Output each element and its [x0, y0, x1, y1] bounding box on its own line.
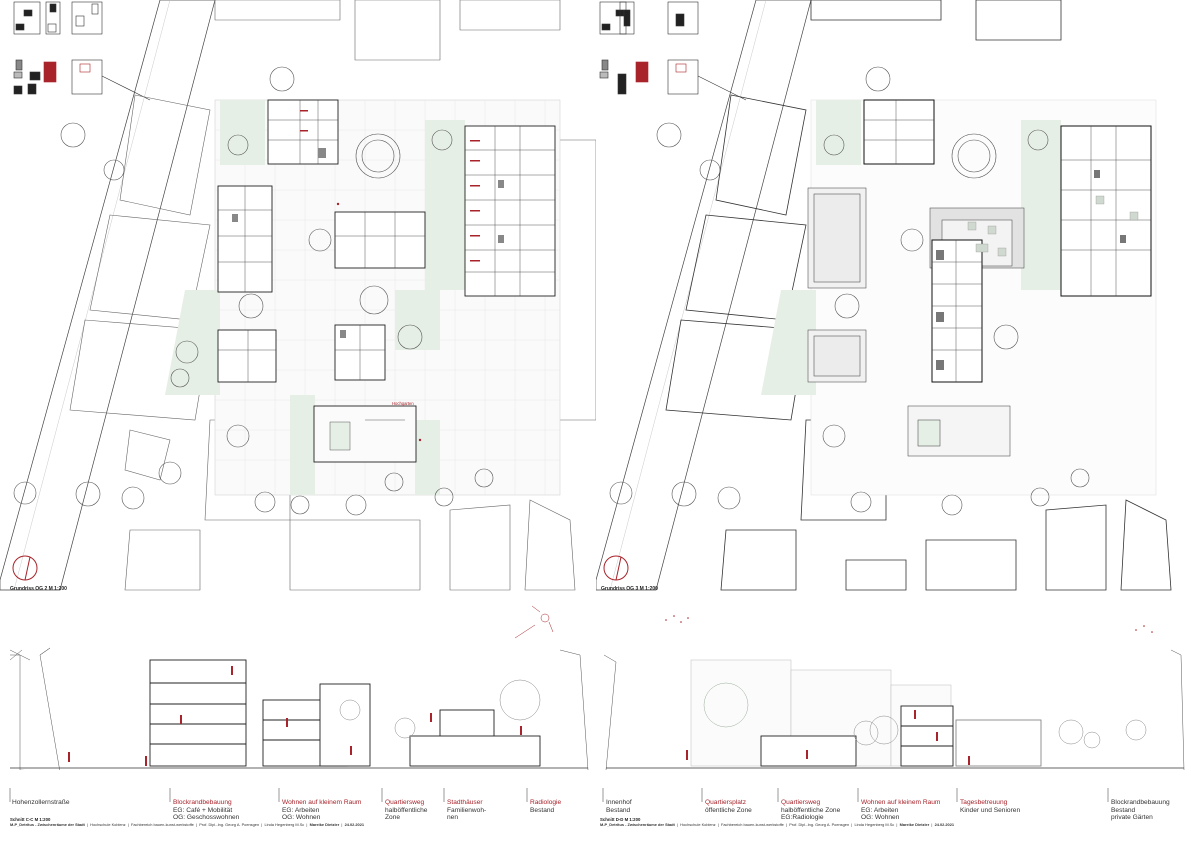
stairs: [232, 148, 504, 338]
stairs: [936, 170, 1126, 370]
section-light: [514, 605, 554, 639]
section-buildings: [149, 659, 541, 767]
section-d-d: [603, 615, 1185, 771]
plan-title-og2: Grundriss OG 2 M 1:200: [10, 586, 67, 592]
north-arrow-icon: [603, 555, 629, 581]
label-dividers: [9, 788, 1109, 802]
section-trees: [853, 715, 1147, 749]
green-zones: [761, 100, 1061, 395]
roof-planes: [807, 187, 1025, 457]
footer-right: M-P_Detritus - Zwischenräume der Stadt |…: [600, 822, 955, 827]
trees: [609, 66, 1152, 516]
red-markers: [300, 110, 480, 442]
section-trees: [339, 679, 541, 739]
building-blocks: [217, 99, 556, 463]
people-figures: [686, 710, 970, 765]
birds: [665, 615, 1153, 633]
room-partitions: [864, 100, 1151, 382]
section-title-d: Schnitt D-D M 1:200: [600, 817, 641, 822]
key-thumbnails: [13, 1, 151, 101]
plan-annotation: Hochgarten: [392, 401, 414, 406]
floor-plan-og2: Hochgarten: [0, 0, 596, 591]
footer-left: M-P_Detritus - Zwischenräume der Stadt |…: [10, 822, 365, 827]
furniture: [967, 195, 1139, 257]
green-zones: [165, 100, 465, 495]
building-blocks: [863, 99, 1152, 383]
section-label-1: Hohenzollernstraße: [12, 799, 70, 806]
north-arrow-icon: [12, 555, 38, 581]
section-title-c: Schnitt C-C M 1:200: [10, 817, 51, 822]
people-figures: [68, 666, 522, 766]
key-thumbnails: [599, 1, 747, 101]
section-buildings: [760, 705, 1042, 767]
plan-title-og3: Grundriss OG 3 M 1:200: [601, 586, 658, 592]
floor-plan-og3: [596, 0, 1172, 591]
street: [596, 0, 812, 591]
room-partitions: [218, 100, 555, 451]
street-hohenzollernstrasse: [0, 0, 216, 591]
section-c-c: [0, 605, 596, 800]
